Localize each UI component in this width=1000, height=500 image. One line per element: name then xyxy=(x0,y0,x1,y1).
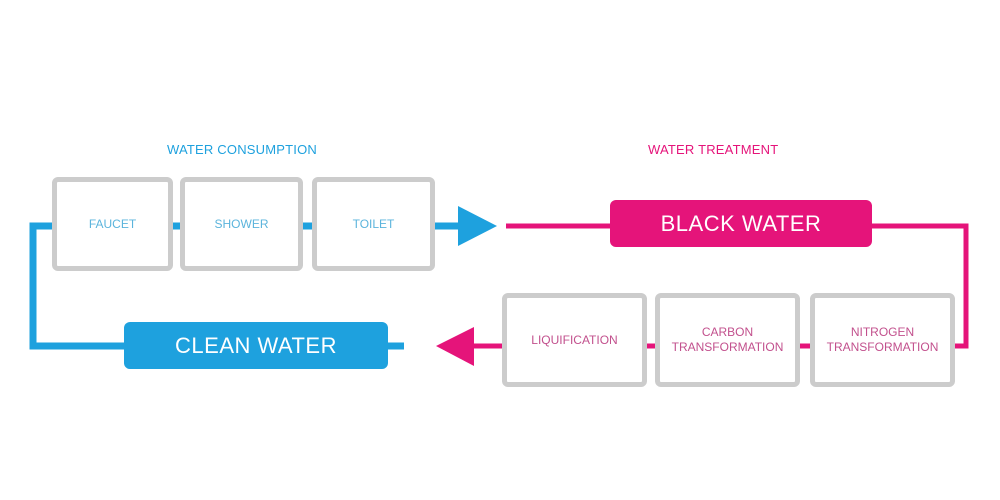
water-treatment-title: WATER TREATMENT xyxy=(648,142,779,157)
carbon-transformation-box: CARBON TRANSFORMATION xyxy=(655,293,800,387)
black-water-label: BLACK WATER xyxy=(660,210,822,236)
shower-label: SHOWER xyxy=(214,216,269,231)
water-consumption-title: WATER CONSUMPTION xyxy=(167,142,318,157)
toilet-label: TOILET xyxy=(352,216,395,231)
blue-loop-line xyxy=(29,222,125,350)
pink-arrow-head xyxy=(436,327,474,366)
liquification-label: LIQUIFICATION xyxy=(531,332,618,347)
pink-loop-line xyxy=(870,223,969,349)
faucet-box: FAUCET xyxy=(52,177,173,271)
carbon-transformation-label: CARBON TRANSFORMATION xyxy=(671,325,784,354)
shower-box: SHOWER xyxy=(180,177,303,271)
clean-water-label: CLEAN WATER xyxy=(175,332,337,358)
blue-arrow-head xyxy=(458,206,497,246)
toilet-box: TOILET xyxy=(312,177,435,271)
black-water-pill: BLACK WATER xyxy=(610,200,872,247)
liquification-box: LIQUIFICATION xyxy=(502,293,647,387)
faucet-label: FAUCET xyxy=(88,216,137,231)
clean-water-pill: CLEAN WATER xyxy=(124,322,388,369)
nitrogen-transformation-label: NITROGEN TRANSFORMATION xyxy=(826,325,939,354)
nitrogen-transformation-box: NITROGEN TRANSFORMATION xyxy=(810,293,955,387)
